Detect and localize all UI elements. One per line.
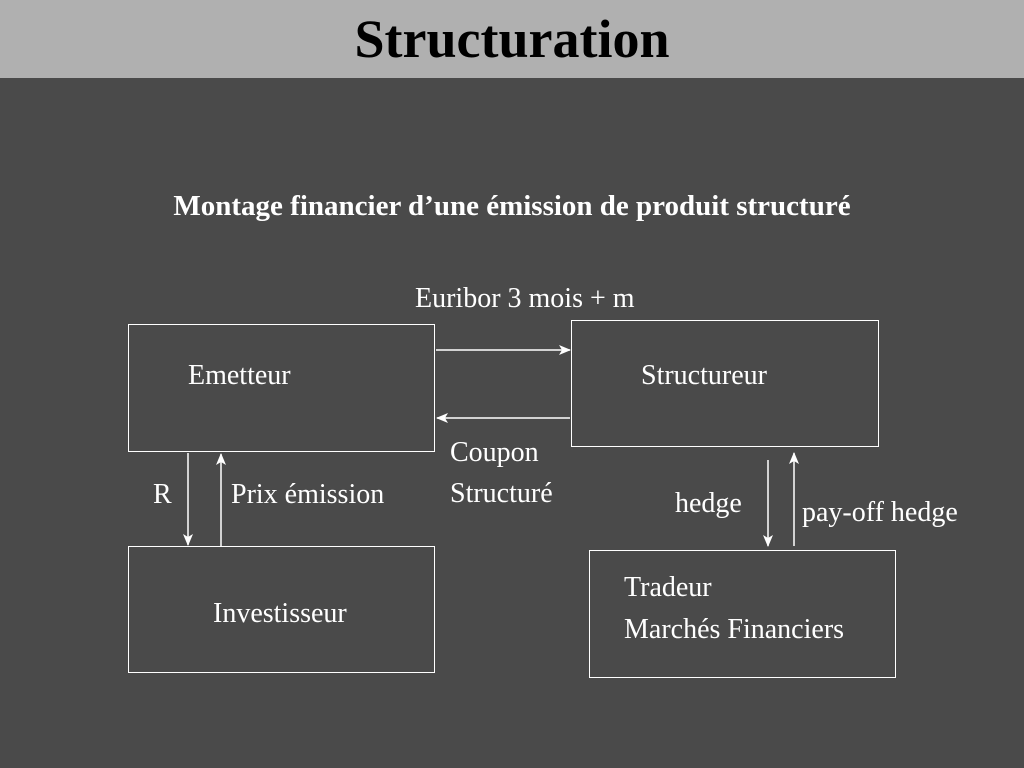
investisseur-label: Investisseur — [213, 598, 347, 629]
prix-emission-label: Prix émission — [231, 479, 385, 510]
structure-label: Structuré — [450, 478, 553, 509]
diagram-subtitle: Montage financier d’une émission de prod… — [173, 190, 851, 222]
structureur-label: Structureur — [641, 360, 767, 391]
emetteur-box — [128, 324, 435, 452]
tradeur-box — [589, 550, 896, 678]
investisseur-box — [128, 546, 435, 673]
structureur-box — [571, 320, 879, 447]
euribor-label: Euribor 3 mois + m — [415, 283, 635, 314]
tradeur-label: Tradeur — [624, 572, 712, 603]
payoff-hedge-label: pay-off hedge — [802, 497, 958, 528]
title-bar: Structuration — [0, 0, 1024, 78]
slide-title: Structuration — [354, 9, 670, 69]
hedge-label: hedge — [675, 488, 742, 519]
emetteur-label: Emetteur — [188, 360, 291, 391]
r-label: R — [153, 479, 172, 510]
coupon-label: Coupon — [450, 437, 539, 468]
marches-financiers-label: Marchés Financiers — [624, 614, 845, 645]
